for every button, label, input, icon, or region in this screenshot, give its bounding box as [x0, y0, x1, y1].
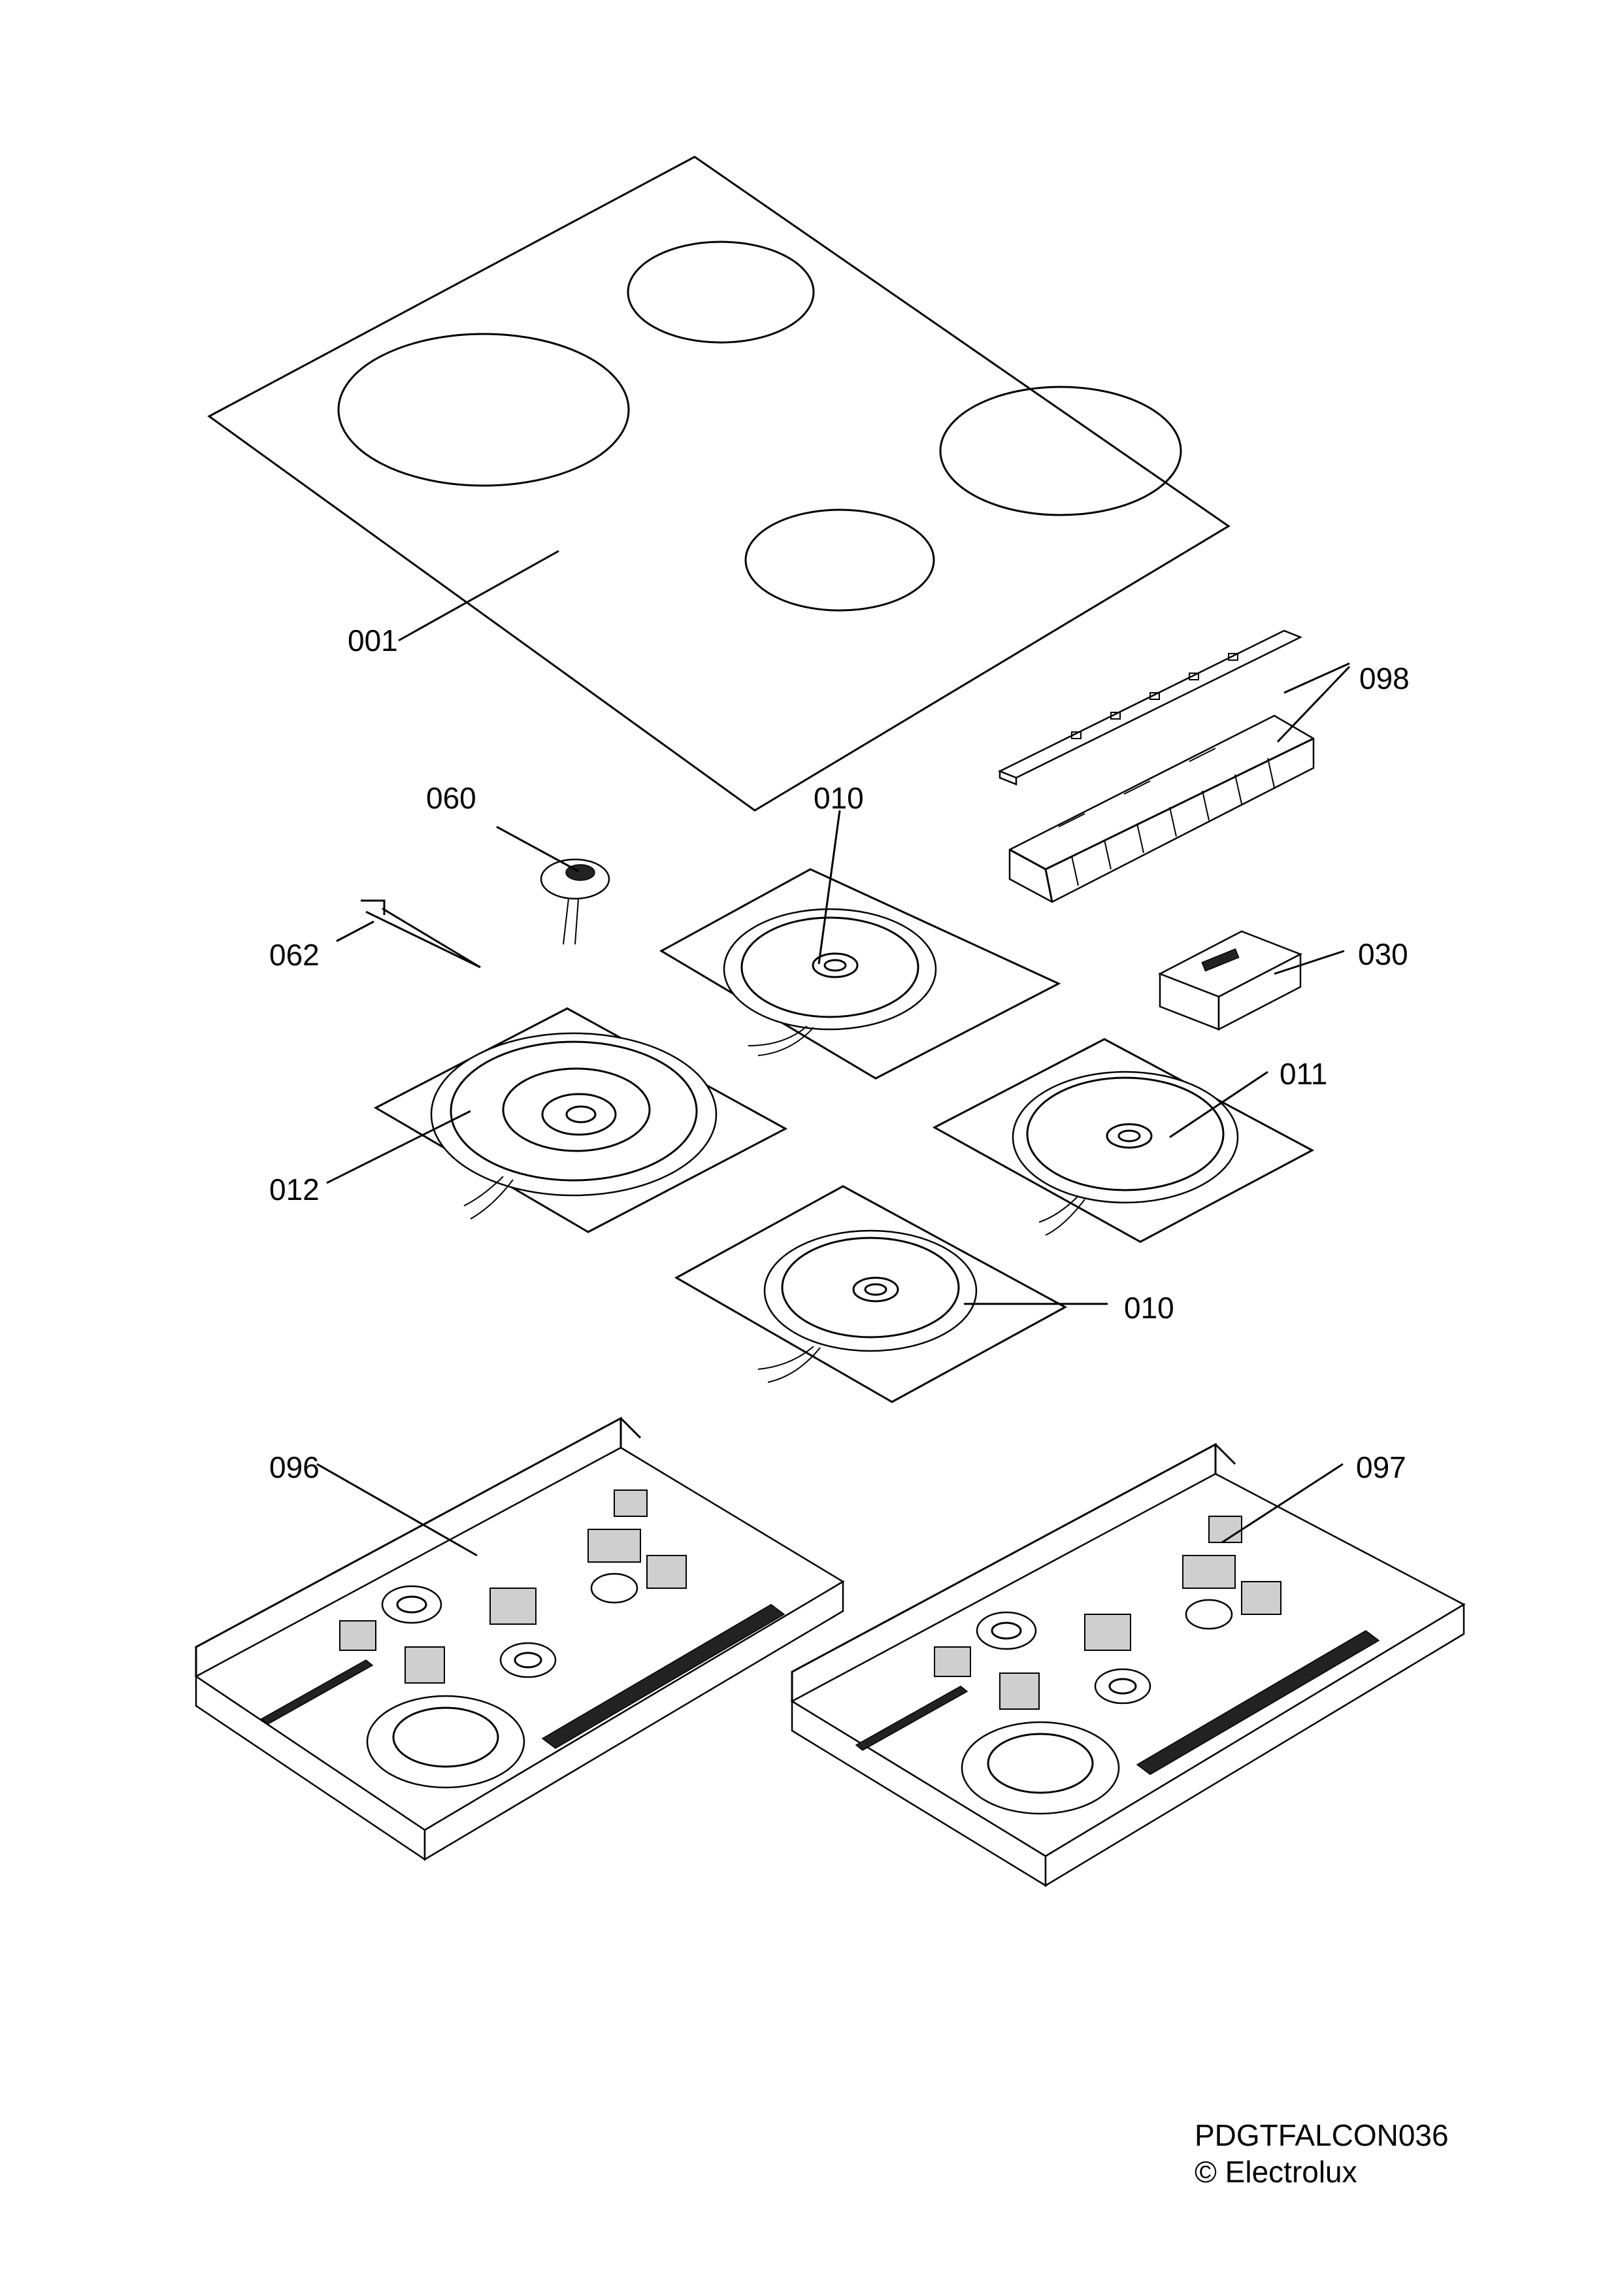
label-062: 062	[269, 938, 320, 972]
glass-cooktop-001	[207, 156, 1231, 812]
label-030: 030	[1358, 937, 1408, 971]
label-010-lower: 010	[1124, 1291, 1174, 1325]
power-board-096	[194, 1416, 845, 1861]
induction-coil-010-lower	[674, 1185, 1108, 1403]
label-012: 012	[269, 1173, 320, 1206]
probe-062	[336, 899, 481, 969]
filter-box-030	[1157, 930, 1345, 1031]
sensor-060	[496, 825, 610, 945]
label-060: 060	[426, 781, 476, 815]
induction-coil-010-upper	[659, 810, 1061, 1080]
label-011: 011	[1280, 1057, 1328, 1091]
power-board-097	[790, 1442, 1466, 1888]
label-001: 001	[348, 624, 398, 657]
label-097: 097	[1356, 1450, 1406, 1484]
drawing-code: PDGTFALCON036	[1195, 2118, 1449, 2152]
label-010-upper: 010	[814, 781, 864, 815]
induction-coil-011	[932, 1038, 1315, 1243]
control-board-098	[997, 629, 1351, 903]
label-098: 098	[1359, 661, 1410, 695]
induction-coil-012	[326, 1007, 788, 1233]
copyright-notice: © Electrolux	[1195, 2155, 1357, 2189]
label-096: 096	[269, 1450, 320, 1484]
